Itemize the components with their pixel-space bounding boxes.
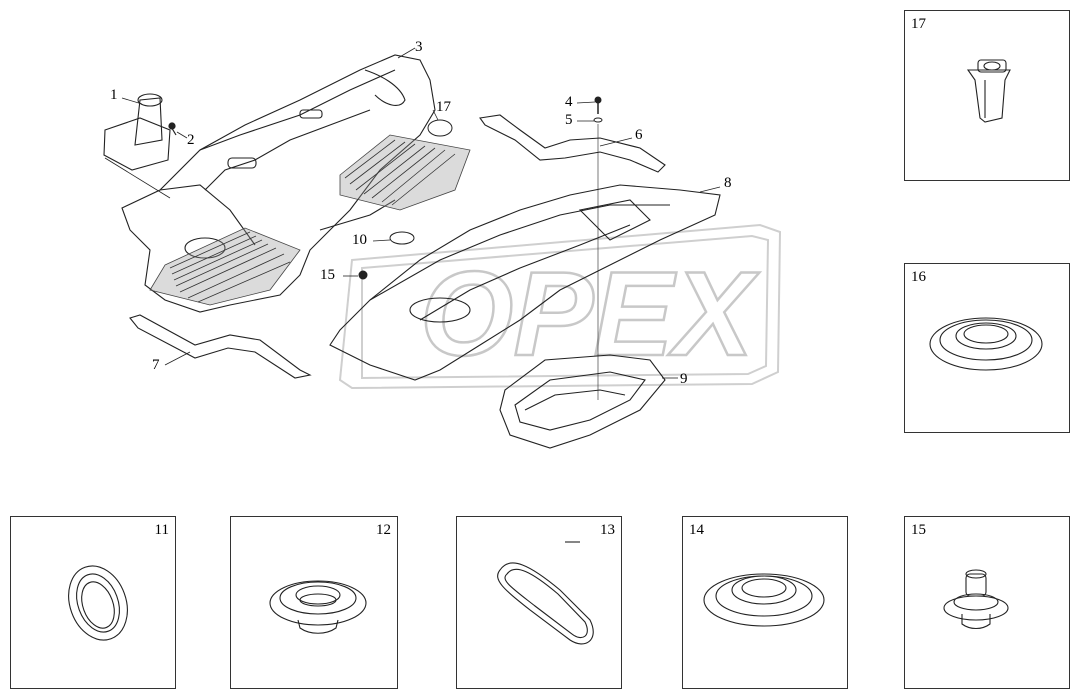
rail-part-6 [479,114,666,173]
detail-box-15: 15 [904,516,1070,689]
detail-box-17-number: 17 [911,16,926,32]
front-floor-panel [121,54,436,313]
detail-15-clip [943,569,1009,630]
detail-17-clip [966,59,1011,123]
callout-8: 8 [724,175,732,191]
leader-lines [104,47,721,379]
callout-7: 7 [152,357,160,373]
shift-boot-part [103,93,171,171]
callout-6: 6 [635,127,643,143]
rail-part-7 [129,314,312,379]
callout-3: 3 [415,39,423,55]
detail-box-17: 17 [904,10,1070,181]
watermark-text: OPEX [420,247,760,381]
detail-16-grommet [929,317,1043,371]
callout-10: 10 [352,232,367,248]
detail-box-11: 11 [10,516,176,689]
callout-17: 17 [436,99,451,115]
under-panel-part-9 [499,354,666,449]
watermark-logo: OPEX [338,223,782,390]
callout-4: 4 [565,94,573,110]
detail-box-12: 12 [230,516,398,689]
detail-box-13-number: 13 [600,522,615,538]
detail-box-11-number: 11 [154,522,169,538]
plug-part-17 [427,119,453,137]
bolt-part-4 [594,96,602,114]
clip-part-15 [358,270,368,280]
floor-mat-right [339,134,471,211]
callout-1: 1 [110,87,118,103]
detail-11-ring [68,565,128,641]
detail-box-15-number: 15 [911,522,926,538]
bolt-part-2 [168,122,177,136]
callout-2: 2 [187,132,195,148]
center-tunnel-part-8 [329,184,721,381]
plug-part-10 [389,231,415,245]
detail-box-14-number: 14 [689,522,704,538]
detail-box-13: 13 [456,516,622,689]
washer-part-5 [593,117,603,400]
detail-box-12-number: 12 [376,522,391,538]
detail-13-oval [497,541,594,645]
detail-box-16-number: 16 [911,269,926,285]
detail-box-16: 16 [904,263,1070,433]
callout-5: 5 [565,112,573,128]
detail-14-grommet [703,573,825,627]
callout-9: 9 [680,371,688,387]
callout-15: 15 [320,267,335,283]
detail-12-grommet [269,580,367,634]
detail-box-14: 14 [682,516,848,689]
floor-mat-left [149,227,301,306]
